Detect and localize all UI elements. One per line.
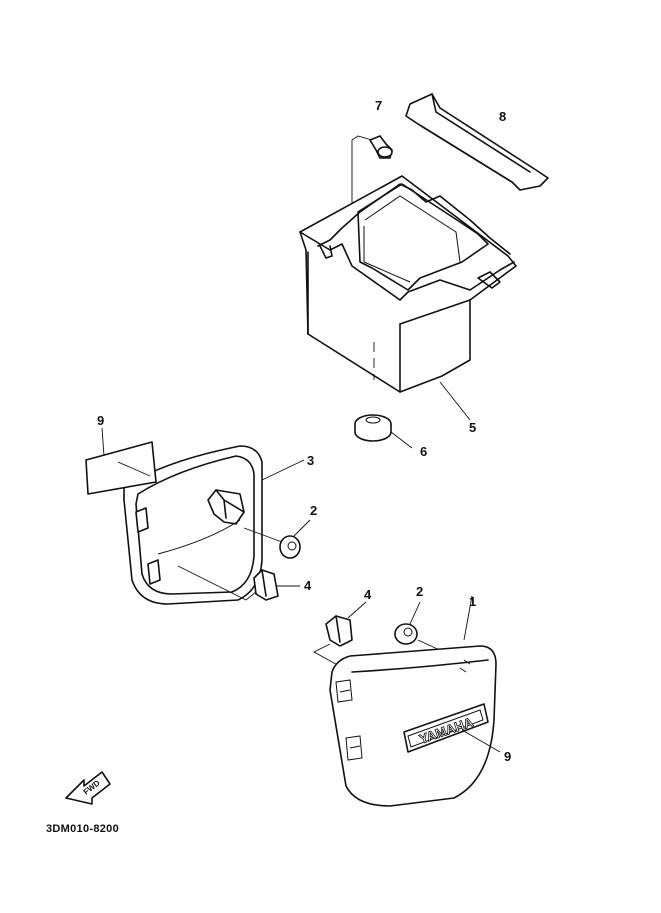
callout-3: 3 [307, 453, 314, 468]
right-side-cover-part [329, 595, 497, 807]
clip-part-lower [313, 601, 367, 675]
callout-6: 6 [420, 444, 427, 459]
fwd-arrow-icon: FWD [65, 771, 111, 805]
callout-4-upper: 4 [304, 578, 312, 593]
callout-4-lower: 4 [364, 587, 372, 602]
left-side-cover-part [123, 445, 305, 605]
callout-5: 5 [469, 420, 476, 435]
battery-band-part [405, 93, 549, 191]
callout-2-upper: 2 [310, 503, 317, 518]
callout-7: 7 [375, 98, 382, 113]
callout-2-lower: 2 [416, 584, 423, 599]
callout-9-upper: 9 [97, 413, 104, 428]
damper-part-upper [243, 519, 311, 559]
diagram-code: 3DM010-8200 [46, 823, 119, 835]
battery-box-part [299, 175, 517, 421]
label-part-upper [85, 427, 157, 495]
grommet-part [354, 414, 413, 449]
bolt-part [351, 135, 393, 210]
callout-1: 1 [469, 594, 476, 609]
callout-8: 8 [499, 109, 506, 124]
clip-part-upper [177, 565, 300, 601]
callout-9-lower: 9 [504, 749, 511, 764]
